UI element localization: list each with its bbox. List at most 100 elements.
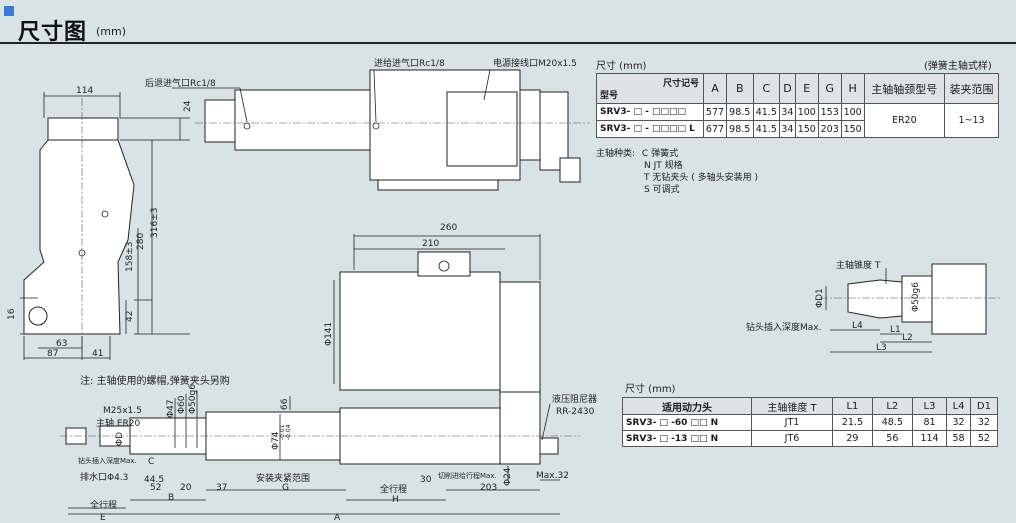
table1-cell: 100 xyxy=(794,103,819,121)
motor-junction-box xyxy=(446,91,518,167)
table1-col-header: 主轴轴颈型号 xyxy=(863,73,945,104)
note-text: 注: 主轴使用的螺帽,弹簧夹头另购 xyxy=(80,376,230,387)
dim-74-tol1: -0.01 xyxy=(279,424,286,440)
table1-cell: 150 xyxy=(840,120,865,138)
label-rear-air: 后退进气口Rc1/8 xyxy=(145,77,216,89)
header-marker-icon xyxy=(4,6,14,16)
top-view-hole xyxy=(243,122,251,130)
table2-cell: 114 xyxy=(911,430,948,447)
label-full-stroke: 全行程 xyxy=(380,483,407,495)
top-view-part xyxy=(519,89,541,161)
dim-203: 203 xyxy=(480,483,497,493)
dim-C: C xyxy=(148,457,154,467)
dim-63: 63 xyxy=(56,339,67,349)
table2-cell: 29 xyxy=(832,430,873,447)
label-spindle-er: 主轴 ER20 xyxy=(96,417,141,429)
table1-cell: 34 xyxy=(779,103,796,121)
table1-cell: 153 xyxy=(817,103,842,121)
dim-210: 210 xyxy=(422,239,439,249)
dim-E: E xyxy=(100,513,106,523)
leader-line xyxy=(373,69,377,123)
drill-chuck xyxy=(847,279,903,319)
page-title: 尺寸图 xyxy=(18,20,88,45)
dim-66: 66 xyxy=(280,398,290,410)
spindle-housing xyxy=(931,263,987,335)
table1-col-header: A xyxy=(703,73,727,104)
table2-col-header: 适用动力头 xyxy=(622,397,752,415)
damper-tip xyxy=(539,437,559,455)
table1-col-header: E xyxy=(794,73,819,104)
table1-header-row: 尺寸记号 型号 A B C D E G H 主轴轴颈型号 装夹范围 xyxy=(596,73,1000,104)
label-install-range: 安装夹紧范围 xyxy=(256,472,310,484)
table1-corner-bottom: 型号 xyxy=(600,91,619,101)
dim-D: ΦD xyxy=(115,432,125,446)
table2-cell: 52 xyxy=(969,430,999,447)
table-row: SRV3- □ - □□□□ L 677 98.5 41.5 34 150 20… xyxy=(596,120,999,138)
spec-table-1: 尺寸记号 型号 A B C D E G H 主轴轴颈型号 装夹范围 SRV3- … xyxy=(596,73,1000,138)
dim-30: 30 xyxy=(420,475,432,485)
table2-cell: JT1 xyxy=(751,414,833,431)
dim-316: 316±3 xyxy=(150,208,160,238)
table1-spindle-model: ER20 xyxy=(863,103,945,138)
table1-cell: 100 xyxy=(840,103,865,121)
table2-col-header: L2 xyxy=(871,397,913,415)
dim-20: 20 xyxy=(180,483,192,493)
dim-44-5: 44.5 xyxy=(144,475,164,485)
dim-A: A xyxy=(334,513,341,523)
table2-cell: 48.5 xyxy=(871,414,913,431)
table1-cell: 98.5 xyxy=(725,103,754,121)
table1-corner-header: 尺寸记号 型号 xyxy=(596,73,704,104)
table1-cell: 203 xyxy=(817,120,842,138)
table1-model: SRV3- □ - □□□□ xyxy=(596,103,704,121)
table2-model: SRV3- □ -13 □□ N xyxy=(622,430,752,447)
top-view-part xyxy=(559,157,581,183)
top-view-part xyxy=(234,89,371,151)
table2-header-row: 适用动力头 主轴锥度 T L1 L2 L3 L4 D1 xyxy=(622,397,999,415)
table2-cell: 21.5 xyxy=(832,414,873,431)
dim-50g6b: Φ50g6 xyxy=(188,384,198,414)
motor-body xyxy=(339,271,501,391)
dim-60: Φ60 xyxy=(177,395,187,414)
table1-cell: 98.5 xyxy=(725,120,754,138)
gear-housing xyxy=(499,281,541,393)
spindle-type-item: T 无钻夹头 ( 多轴头安装用 ) xyxy=(644,173,758,183)
table2-caption: 尺寸 (mm) xyxy=(625,384,676,395)
table1-cell: 41.5 xyxy=(752,103,781,121)
dim-280: 280 xyxy=(136,233,146,250)
leader-line xyxy=(541,403,551,441)
spindle-types-row: 主轴种类: C 弹簧式 xyxy=(596,148,758,160)
dim-24b: Φ24 xyxy=(503,467,513,486)
table1-cell: 677 xyxy=(703,120,727,138)
spindle-types-label: 主轴种类: xyxy=(596,149,636,159)
label-cut-stroke: 切削进给行程Max. xyxy=(438,471,497,480)
spindle-type-item: C 弹簧式 xyxy=(641,149,679,159)
table-row: SRV3- □ -13 □□ N JT6 29 56 114 58 52 xyxy=(622,430,999,447)
table1-caption-right: (弹簧主轴式样) xyxy=(924,61,992,72)
top-view-part xyxy=(539,91,569,171)
section-header: 尺寸图 (mm) xyxy=(0,0,1016,45)
table1-col-header: H xyxy=(840,73,865,104)
dim-47: Φ47 xyxy=(166,399,176,418)
spindle-type-item: N JT 规格 xyxy=(644,161,683,171)
spindle-neck xyxy=(901,275,933,323)
table1-cell: 41.5 xyxy=(752,120,781,138)
table1-clamp-range: 1~13 xyxy=(943,103,1000,138)
table1-corner-top: 尺寸记号 xyxy=(662,79,699,89)
dim-141: Φ141 xyxy=(324,322,334,346)
top-view-hole xyxy=(372,122,380,130)
table-row: SRV3- □ - □□□□ 577 98.5 41.5 34 100 153 … xyxy=(596,103,1000,138)
table2-cell: 32 xyxy=(946,414,971,431)
table2-model: SRV3- □ -60 □□ N xyxy=(622,414,752,431)
dim-42: 42 xyxy=(125,311,135,322)
label-feed-air: 进给进气口Rc1/8 xyxy=(374,57,445,69)
table2-cell: 56 xyxy=(871,430,913,447)
table1-cell: 577 xyxy=(703,103,727,121)
label-drill-depth: 钻头插入深度Max. xyxy=(746,321,821,333)
side-view-port xyxy=(28,306,48,326)
table2-cell: 58 xyxy=(946,430,971,447)
dim-24: 24 xyxy=(183,100,193,112)
dim-L3: L3 xyxy=(876,343,887,353)
dim-52: 52 xyxy=(150,483,161,493)
dim-D1: ΦD1 xyxy=(815,288,825,308)
